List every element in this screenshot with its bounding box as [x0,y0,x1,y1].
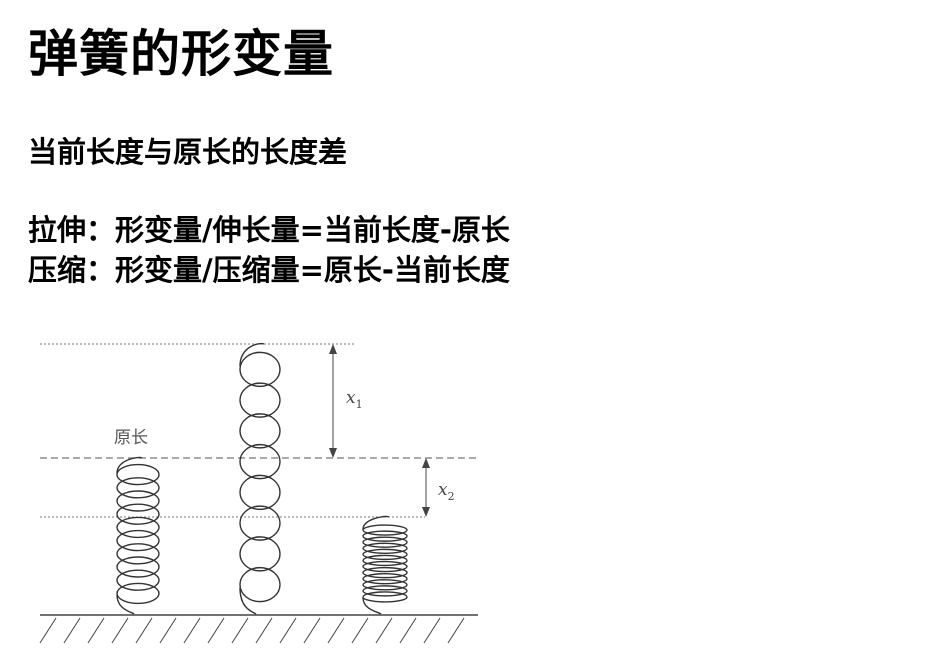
spring-coil [362,579,408,591]
spring-coil [116,582,160,605]
spring-coil [362,536,408,548]
spring-coil [362,524,408,536]
original-length-label: 原长 [114,428,148,448]
spring-coil [362,530,408,542]
spring-coil [362,566,408,579]
spring-coil [362,591,408,603]
spring-coil [239,443,281,480]
spring-coil [362,542,408,554]
spring-coil [239,413,281,449]
spring-coil [362,548,408,561]
spring-coil [362,560,408,573]
spring-coil [362,585,408,597]
spring-coil [116,490,160,512]
spring-diagram: 原长 x1 x2 [30,335,490,655]
x2-arrow [422,458,430,517]
spring-coil [362,573,408,585]
spring-coil [239,474,281,511]
spring-stretched [239,342,281,615]
ground [39,614,478,644]
spring-coil [239,382,281,418]
spring-coil [116,463,160,486]
spring-coil [116,543,160,565]
spring-coil [116,503,160,525]
stretch-formula: 拉伸：形变量/伸长量=当前长度-原长 [28,213,510,247]
spring-coil [116,529,160,552]
spring-compressed [362,515,408,615]
spring-coil [239,566,281,603]
spring-original [116,456,160,615]
spring-coil [116,556,160,578]
spring-coil [362,554,408,567]
spring-coil [239,536,281,572]
x1-label: x1 [346,388,363,411]
spring-coil [116,477,160,499]
spring-coil [116,569,160,591]
spring-coil [239,505,281,541]
spring-coil [239,351,281,388]
compress-formula: 压缩：形变量/压缩量=原长-当前长度 [28,253,510,287]
slide-title: 弹簧的形变量 [28,25,334,83]
definition-text: 当前长度与原长的长度差 [28,135,348,169]
springs-group [116,342,408,615]
x2-label: x2 [438,480,455,503]
x1-arrow [329,344,337,458]
spring-coil [116,516,160,539]
